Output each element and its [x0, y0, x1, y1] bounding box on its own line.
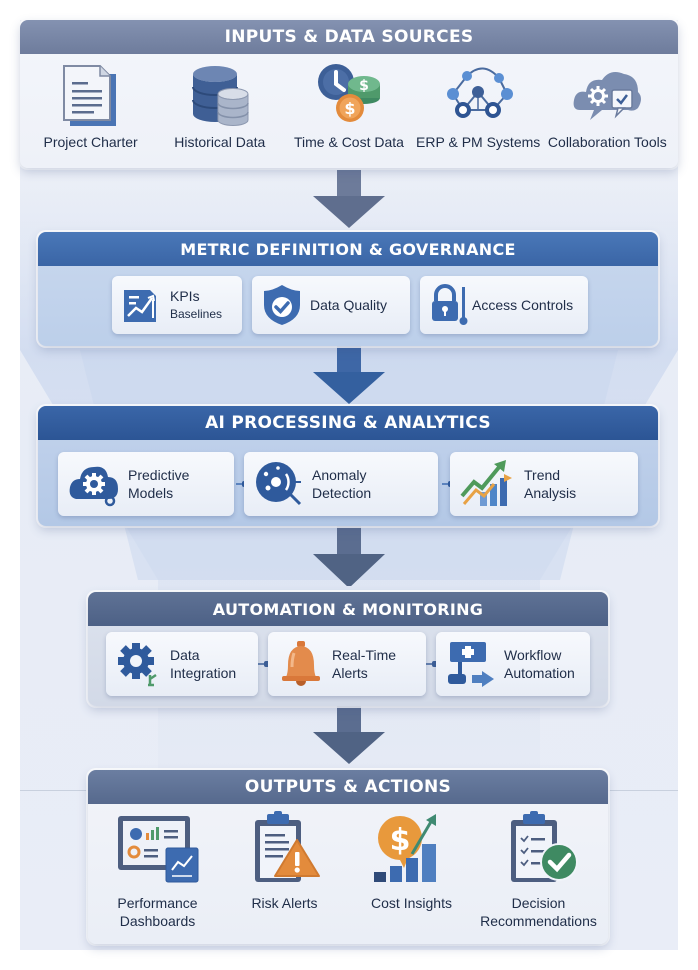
card-kpis: KPIs Baselines: [112, 276, 242, 334]
output-cost-insights: $ Cost Insights: [350, 810, 474, 930]
card-text: Access Controls: [472, 296, 573, 314]
clipboard-check-icon: [510, 811, 578, 882]
dashboard-icon: [117, 816, 198, 883]
outputs-panel: OUTPUTS & ACTIONS: [88, 770, 608, 944]
output-label: Cost Insights: [371, 894, 452, 912]
input-label: ERP & PM Systems: [416, 134, 541, 150]
ai-processing-panel: AI PROCESSING & ANALYTICS Predictive Mod…: [38, 406, 658, 526]
output-label-line1: Performance: [117, 895, 198, 911]
cloud-gear-icon: [69, 466, 118, 507]
clock-coins-icon: $ $: [317, 64, 380, 122]
card-trend-analysis: Trend Analysis: [450, 452, 638, 516]
card-text: Predictive Models: [128, 466, 189, 502]
svg-text:$: $: [359, 78, 369, 94]
card-label-line1: Data: [170, 647, 200, 663]
card-data-integration: Data Integration: [106, 632, 258, 696]
dollar-growth-icon: $: [373, 814, 436, 882]
card-workflow-automation: Workflow Automation: [436, 632, 590, 696]
output-label-line2: Dashboards: [119, 913, 196, 929]
flow-arrow-3: [313, 526, 385, 586]
svg-text:$: $: [389, 823, 410, 858]
card-label-line1: Real-Time: [332, 647, 397, 663]
flow-arrow-4: [313, 706, 385, 764]
trend-chart-icon: [460, 460, 512, 506]
input-label: Project Charter: [43, 134, 138, 150]
inputs-panel: INPUTS & DATA SOURCES Project Charter: [20, 20, 678, 168]
card-sublabel: Baselines: [170, 307, 223, 321]
input-erp-pm-systems: ERP & PM Systems: [416, 62, 540, 150]
card-text: Workflow Automation: [504, 646, 575, 682]
card-label-line2: Models: [128, 485, 174, 501]
card-text: Data Integration: [170, 646, 236, 682]
metric-definition-panel: METRIC DEFINITION & GOVERNANCE KPIs Base…: [38, 232, 658, 346]
anomaly-scan-icon: [256, 462, 302, 506]
card-access-controls: Access Controls: [420, 276, 588, 334]
panel-title: METRIC DEFINITION & GOVERNANCE: [38, 232, 658, 266]
database-icon: [191, 66, 249, 126]
input-label: Time & Cost Data: [293, 134, 404, 150]
card-text: Real-Time Alerts: [332, 646, 396, 682]
input-project-charter: Project Charter: [29, 62, 153, 150]
diagram-canvas: INPUTS & DATA SOURCES Project Charter: [20, 20, 678, 950]
card-label-line1: Predictive: [128, 467, 190, 483]
card-label: KPIs: [170, 288, 200, 304]
card-text: Anomaly Detection: [312, 466, 371, 502]
output-label-line1: Risk Alerts: [251, 895, 318, 911]
card-data-quality: Data Quality: [252, 276, 410, 334]
card-label: Data Quality: [310, 297, 388, 313]
output-label: Risk Alerts: [251, 894, 317, 912]
card-predictive-models: Predictive Models: [58, 452, 234, 516]
padlock-icon: [432, 284, 468, 325]
card-text: Data Quality: [310, 296, 387, 314]
bell-icon: [282, 641, 320, 686]
card-text: Trend Analysis: [524, 466, 576, 502]
panel-title: OUTPUTS & ACTIONS: [88, 770, 608, 804]
kpi-chart-icon: [124, 290, 156, 322]
input-label: Collaboration Tools: [547, 134, 667, 150]
card-label-line1: Anomaly: [312, 467, 367, 483]
shield-check-icon: [264, 285, 300, 325]
cloud-chat-icon: [573, 72, 642, 120]
output-label: Performance Dashboards: [117, 894, 197, 930]
output-risk-alerts: Risk Alerts: [223, 810, 347, 930]
output-performance-dashboards: Performance Dashboards: [96, 810, 220, 930]
card-label-line2: Alerts: [332, 665, 368, 681]
clipboard-warning-icon: [254, 811, 320, 882]
flow-arrow-2: [313, 346, 385, 404]
card-label-line2: Integration: [170, 665, 237, 681]
card-anomaly-detection: Anomaly Detection: [244, 452, 438, 516]
card-realtime-alerts: Real-Time Alerts: [268, 632, 426, 696]
input-collaboration-tools: Collaboration Tools: [545, 62, 669, 150]
card-label-line1: Workflow: [504, 647, 562, 663]
gear-icon: [118, 643, 157, 687]
output-decision-recommendations: Decision Recommendations: [477, 810, 601, 930]
svg-text:$: $: [344, 99, 355, 118]
card-text: KPIs Baselines: [170, 287, 222, 323]
panel-title: INPUTS & DATA SOURCES: [20, 20, 678, 54]
output-label-line2: Recommendations: [480, 913, 597, 929]
input-historical-data: Historical Data: [158, 62, 282, 150]
output-label-line1: Cost Insights: [371, 895, 452, 911]
panel-title: AI PROCESSING & ANALYTICS: [38, 406, 658, 440]
document-icon: [62, 65, 116, 126]
input-label: Historical Data: [174, 134, 266, 150]
input-time-cost-data: $ $ Time & Cost Data: [287, 62, 411, 150]
automation-panel: AUTOMATION & MONITORING Data Integration: [88, 592, 608, 706]
workflow-icon: [448, 642, 494, 687]
output-label: Decision Recommendations: [480, 894, 597, 930]
card-label-line2: Detection: [312, 485, 372, 501]
flow-arrow-1: [313, 170, 385, 228]
card-label-line2: Automation: [504, 665, 575, 681]
card-label-line1: Trend: [524, 467, 561, 483]
card-label: Access Controls: [472, 297, 574, 313]
network-icon: [447, 67, 514, 118]
panel-title: AUTOMATION & MONITORING: [88, 592, 608, 626]
output-label-line1: Decision: [511, 895, 566, 911]
card-label-line2: Analysis: [524, 485, 577, 501]
